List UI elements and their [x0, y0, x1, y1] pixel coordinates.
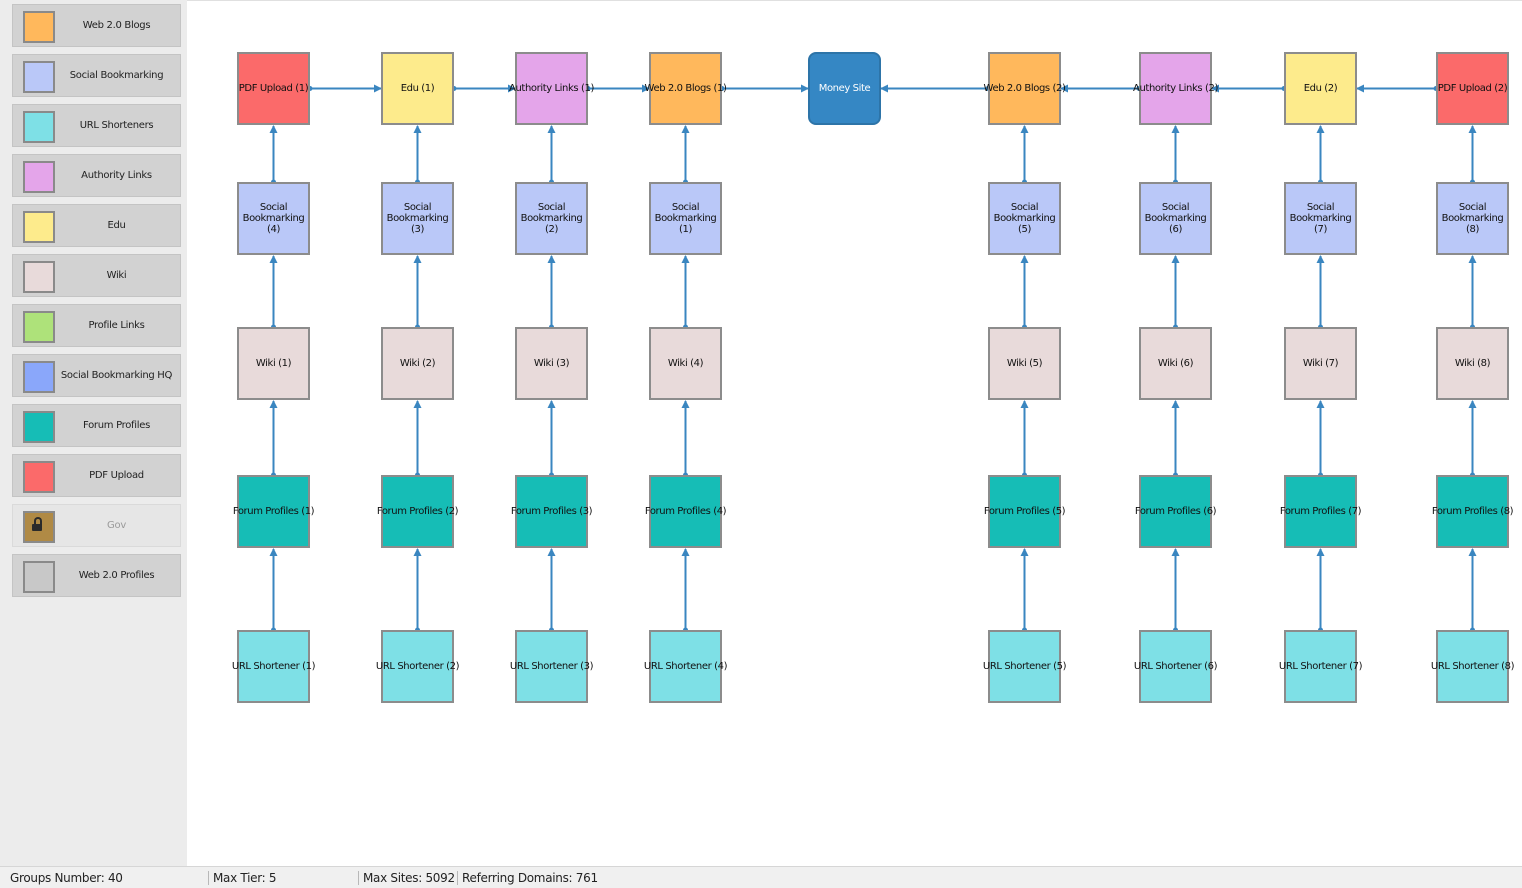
groups-number-status: Groups Number: 40	[10, 871, 123, 885]
node-social-bookmarking-1[interactable]: Social Bookmarking (1)	[649, 182, 722, 255]
node-url-shortener-7[interactable]: URL Shortener (7)	[1279, 630, 1362, 703]
node-forum-profiles-1[interactable]: Forum Profiles (1)	[233, 475, 315, 548]
color-swatch	[23, 461, 55, 493]
max-tier-status: Max Tier: 5	[208, 871, 277, 885]
color-swatch	[23, 211, 55, 243]
link-diagram-canvas[interactable]: URL Shortener (1) Forum Profiles (1) Wiki …	[187, 0, 1522, 866]
node-forum-profiles-6[interactable]: Forum Profiles (6)	[1135, 475, 1217, 548]
node-wiki-8[interactable]: Wiki (8)	[1436, 327, 1509, 400]
color-swatch	[23, 561, 55, 593]
referring-domains-status: Referring Domains: 761	[457, 871, 598, 885]
node-social-bookmarking-2[interactable]: Social Bookmarking (2)	[515, 182, 588, 255]
node-forum-profiles-7[interactable]: Forum Profiles (7)	[1280, 475, 1362, 548]
color-swatch	[23, 11, 55, 43]
palette-item-label: Gov	[107, 520, 126, 531]
node-forum-profiles-8[interactable]: Forum Profiles (8)	[1432, 475, 1514, 548]
palette-item-label: Social Bookmarking HQ	[60, 370, 173, 381]
node-url-shortener-5[interactable]: URL Shortener (5)	[983, 630, 1066, 703]
node-wiki-2[interactable]: Wiki (2)	[381, 327, 454, 400]
palette-item-label: Web 2.0 Blogs	[82, 20, 151, 31]
palette-item-edu[interactable]: Edu	[12, 204, 181, 247]
palette-item-label: Social Bookmarking	[69, 70, 164, 81]
palette-item-authority-links[interactable]: Authority Links	[12, 154, 181, 197]
palette-item-web-2-0-profiles[interactable]: Web 2.0 Profiles	[12, 554, 181, 597]
color-swatch	[23, 111, 55, 143]
node-wiki-1[interactable]: Wiki (1)	[237, 327, 310, 400]
node-url-shortener-3[interactable]: URL Shortener (3)	[510, 630, 593, 703]
color-swatch	[23, 61, 55, 93]
node-social-bookmarking-3[interactable]: Social Bookmarking (3)	[381, 182, 454, 255]
color-swatch	[23, 311, 55, 343]
palette-item-web-2-0-blogs[interactable]: Web 2.0 Blogs	[12, 4, 181, 47]
node-pdf-upload-2[interactable]: PDF Upload (2)	[1436, 52, 1509, 125]
diagram-edges	[269, 84, 1477, 633]
node-web-2-0-blogs-2[interactable]: Web 2.0 Blogs (2)	[984, 52, 1066, 125]
node-wiki-6[interactable]: Wiki (6)	[1139, 327, 1212, 400]
color-swatch	[23, 161, 55, 193]
palette-item-social-bookmarking[interactable]: Social Bookmarking	[12, 54, 181, 97]
node-url-shortener-1[interactable]: URL Shortener (1)	[232, 630, 315, 703]
node-forum-profiles-4[interactable]: Forum Profiles (4)	[645, 475, 727, 548]
palette-item-label: Profile Links	[88, 320, 145, 331]
status-bar: Groups Number: 40 Max Tier: 5 Max Sites:…	[0, 866, 1522, 888]
palette-item-forum-profiles[interactable]: Forum Profiles	[12, 404, 181, 447]
palette-item-social-bookmarking-hq[interactable]: Social Bookmarking HQ	[12, 354, 181, 397]
max-sites-status: Max Sites: 5092	[358, 871, 455, 885]
palette-item-url-shorteners[interactable]: URL Shorteners	[12, 104, 181, 147]
palette-item-label: PDF Upload	[89, 470, 144, 481]
color-swatch	[23, 361, 55, 393]
color-swatch	[23, 261, 55, 293]
node-forum-profiles-2[interactable]: Forum Profiles (2)	[377, 475, 459, 548]
node-wiki-7[interactable]: Wiki (7)	[1284, 327, 1357, 400]
palette-item-gov: Gov	[12, 504, 181, 547]
node-social-bookmarking-5[interactable]: Social Bookmarking (5)	[988, 182, 1061, 255]
node-wiki-3[interactable]: Wiki (3)	[515, 327, 588, 400]
palette-item-wiki[interactable]: Wiki	[12, 254, 181, 297]
palette-item-label: Edu	[107, 220, 126, 231]
node-authority-links-2[interactable]: Authority Links (2)	[1133, 52, 1218, 125]
node-edu-1[interactable]: Edu (1)	[381, 52, 454, 125]
palette-item-label: URL Shorteners	[79, 120, 154, 131]
palette-item-label: Wiki	[106, 270, 127, 281]
node-url-shortener-6[interactable]: URL Shortener (6)	[1134, 630, 1217, 703]
gov-lock-swatch	[23, 511, 55, 543]
node-wiki-4[interactable]: Wiki (4)	[649, 327, 722, 400]
node-social-bookmarking-8[interactable]: Social Bookmarking (8)	[1436, 182, 1509, 255]
node-authority-links-1[interactable]: Authority Links (1)	[509, 52, 594, 125]
node-wiki-5[interactable]: Wiki (5)	[988, 327, 1061, 400]
node-money-site[interactable]: Money Site	[808, 52, 881, 125]
node-web-2-0-blogs-1[interactable]: Web 2.0 Blogs (1)	[645, 52, 727, 125]
palette-item-label: Authority Links	[81, 170, 152, 181]
node-social-bookmarking-7[interactable]: Social Bookmarking (7)	[1284, 182, 1357, 255]
node-forum-profiles-5[interactable]: Forum Profiles (5)	[984, 475, 1066, 548]
node-forum-profiles-3[interactable]: Forum Profiles (3)	[511, 475, 593, 548]
node-url-shortener-2[interactable]: URL Shortener (2)	[376, 630, 459, 703]
node-social-bookmarking-6[interactable]: Social Bookmarking (6)	[1139, 182, 1212, 255]
node-pdf-upload-1[interactable]: PDF Upload (1)	[237, 52, 310, 125]
palette-item-label: Forum Profiles	[83, 420, 150, 431]
palette-item-label: Web 2.0 Profiles	[78, 570, 155, 581]
color-swatch	[23, 411, 55, 443]
node-social-bookmarking-4[interactable]: Social Bookmarking (4)	[237, 182, 310, 255]
palette-item-pdf-upload[interactable]: PDF Upload	[12, 454, 181, 497]
palette-item-profile-links[interactable]: Profile Links	[12, 304, 181, 347]
node-url-shortener-4[interactable]: URL Shortener (4)	[644, 630, 727, 703]
node-edu-2[interactable]: Edu (2)	[1284, 52, 1357, 125]
node-url-shortener-8[interactable]: URL Shortener (8)	[1431, 630, 1514, 703]
